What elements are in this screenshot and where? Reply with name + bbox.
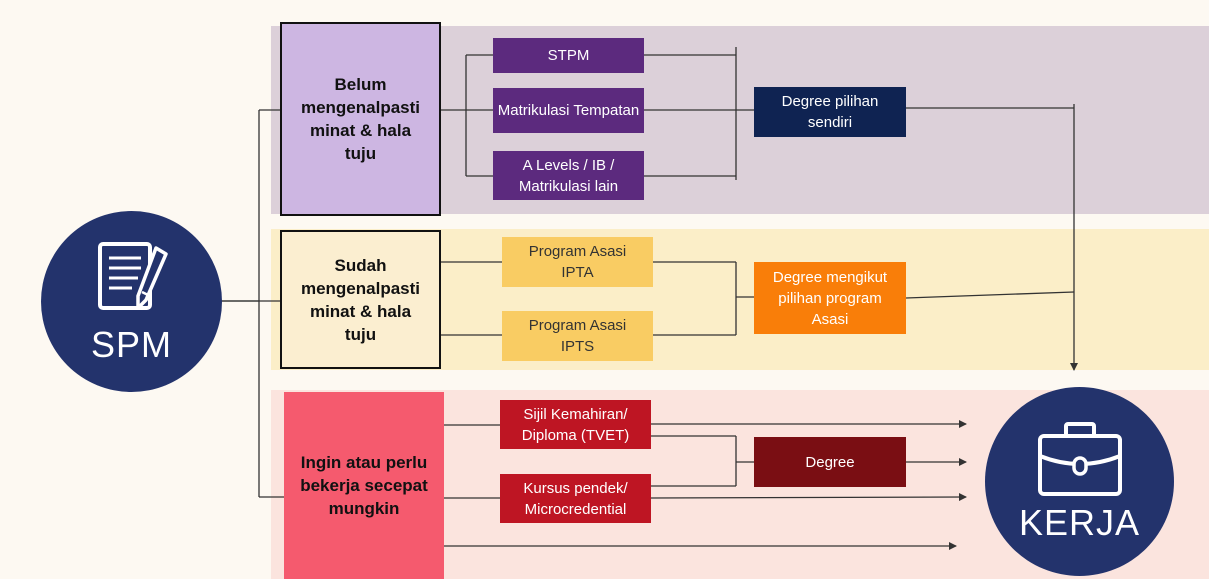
kerja-label: KERJA bbox=[1018, 501, 1141, 543]
kerja-node: KERJA bbox=[985, 387, 1174, 576]
spm-node: SPM bbox=[41, 211, 222, 392]
option-matrikulasi-tempatan: Matrikulasi Tempatan bbox=[493, 88, 644, 133]
option-alevels-ib: A Levels / IB / Matrikulasi lain bbox=[493, 151, 644, 200]
category-ingin-bekerja: Ingin atau perlu bekerja secepat mungkin bbox=[284, 392, 444, 579]
option-sijil-tvet: Sijil Kemahiran/ Diploma (TVET) bbox=[500, 400, 651, 449]
option-kursus-pendek: Kursus pendek/ Microcredential bbox=[500, 474, 651, 523]
category-sudah: Sudah mengenalpasti minat & hala tuju bbox=[280, 230, 441, 369]
outcome-degree-pilihan-sendiri: Degree pilihan sendiri bbox=[754, 87, 906, 137]
outcome-degree-mengikut-asasi: Degree mengikut pilihan program Asasi bbox=[754, 262, 906, 334]
spm-label: SPM bbox=[90, 323, 172, 365]
option-asasi-ipts: Program Asasi IPTS bbox=[502, 311, 653, 361]
option-stpm: STPM bbox=[493, 38, 644, 73]
option-asasi-ipta: Program Asasi IPTA bbox=[502, 237, 653, 287]
briefcase-icon bbox=[1037, 421, 1122, 496]
category-belum: Belum mengenalpasti minat & hala tuju bbox=[280, 22, 441, 216]
outcome-degree: Degree bbox=[754, 437, 906, 487]
document-pencil-icon bbox=[97, 241, 168, 310]
